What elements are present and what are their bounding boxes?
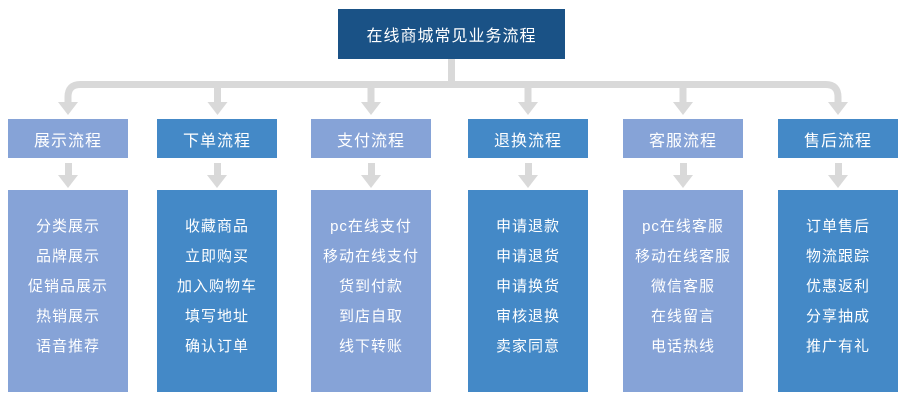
- flow-header: 售后流程: [778, 119, 898, 158]
- flow-header: 下单流程: [157, 119, 277, 158]
- root-node-label: 在线商城常见业务流程: [366, 28, 537, 45]
- flow-item-list: 分类展示品牌展示促销品展示热销展示语音推荐: [8, 190, 128, 392]
- flow-item: 申请换货: [495, 278, 560, 295]
- flow-item: pc在线客服: [642, 218, 724, 235]
- arrow-down-icon: [778, 158, 898, 190]
- flow-item: 订单售后: [805, 218, 870, 235]
- flow-column-6: 售后流程订单售后物流跟踪优惠返利分享抽成推广有礼: [778, 119, 898, 392]
- flow-item: 在线留言: [650, 308, 715, 325]
- flow-item: 加入购物车: [176, 278, 257, 295]
- arrow-stem: [834, 163, 842, 175]
- arrow-down-icon: [58, 102, 78, 115]
- arrow-stem: [367, 163, 375, 175]
- flow-item: 线下转账: [338, 338, 403, 355]
- flow-item-list: pc在线客服移动在线客服微信客服在线留言电话热线: [623, 190, 743, 392]
- flow-item: 热销展示: [35, 308, 100, 325]
- flow-header: 支付流程: [311, 119, 431, 158]
- flow-item: 促销品展示: [27, 278, 108, 295]
- root-node: 在线商城常见业务流程: [338, 9, 565, 59]
- arrow-down-icon: [518, 102, 538, 115]
- flow-item: 审核退换: [495, 308, 560, 325]
- flow-item: 申请退货: [495, 248, 560, 265]
- flow-item: 申请退款: [495, 218, 560, 235]
- flow-item: 货到付款: [338, 278, 403, 295]
- flow-item: 微信客服: [650, 278, 715, 295]
- flow-item: 填写地址: [184, 308, 249, 325]
- flow-item: pc在线支付: [330, 218, 412, 235]
- flow-item: 物流跟踪: [805, 248, 870, 265]
- arrow-head: [58, 175, 78, 188]
- flow-header: 退换流程: [468, 119, 588, 158]
- flow-item: 分类展示: [35, 218, 100, 235]
- flow-item: 收藏商品: [184, 218, 249, 235]
- arrow-down-icon: [828, 102, 848, 115]
- flow-item-list: 收藏商品立即购买加入购物车填写地址确认订单: [157, 190, 277, 392]
- flow-column-1: 展示流程分类展示品牌展示促销品展示热销展示语音推荐: [8, 119, 128, 392]
- flow-item: 确认订单: [184, 338, 249, 355]
- arrow-head: [828, 175, 848, 188]
- flow-column-4: 退换流程申请退款申请退货申请换货审核退换卖家同意: [468, 119, 588, 392]
- flow-item: 优惠返利: [805, 278, 870, 295]
- flow-item: 移动在线客服: [634, 248, 731, 265]
- arrow-down-icon: [623, 158, 743, 190]
- arrow-down-icon: [8, 158, 128, 190]
- arrow-stem: [213, 163, 221, 175]
- arrow-stem: [524, 163, 532, 175]
- flow-item-list: 订单售后物流跟踪优惠返利分享抽成推广有礼: [778, 190, 898, 392]
- flow-column-2: 下单流程收藏商品立即购买加入购物车填写地址确认订单: [157, 119, 277, 392]
- flow-item-list: pc在线支付移动在线支付货到付款到店自取线下转账: [311, 190, 431, 392]
- flow-item: 品牌展示: [35, 248, 100, 265]
- flow-item-list: 申请退款申请退货申请换货审核退换卖家同意: [468, 190, 588, 392]
- arrow-down-icon: [673, 102, 693, 115]
- arrow-head: [673, 175, 693, 188]
- arrow-head: [207, 175, 227, 188]
- flow-item: 推广有礼: [805, 338, 870, 355]
- arrow-stem: [64, 163, 72, 175]
- arrow-down-icon: [361, 102, 381, 115]
- flow-header: 展示流程: [8, 119, 128, 158]
- flow-item: 立即购买: [184, 248, 249, 265]
- arrow-down-icon: [468, 158, 588, 190]
- flow-column-3: 支付流程 pc在线支付移动在线支付货到付款到店自取线下转账: [311, 119, 431, 392]
- flow-column-5: 客服流程 pc在线客服移动在线客服微信客服在线留言电话热线: [623, 119, 743, 392]
- arrow-stem: [679, 163, 687, 175]
- arrow-down-icon: [207, 102, 228, 115]
- arrow-head: [361, 175, 381, 188]
- flow-item: 语音推荐: [35, 338, 100, 355]
- flow-header: 客服流程: [623, 119, 743, 158]
- arrow-down-icon: [311, 158, 431, 190]
- tree-connector: [58, 59, 848, 115]
- flow-item: 分享抽成: [805, 308, 870, 325]
- flow-item: 电话热线: [650, 338, 715, 355]
- flow-item: 到店自取: [338, 308, 403, 325]
- flow-item: 移动在线支付: [322, 248, 419, 265]
- flow-item: 卖家同意: [495, 338, 560, 355]
- arrow-head: [518, 175, 538, 188]
- arrow-down-icon: [157, 158, 277, 190]
